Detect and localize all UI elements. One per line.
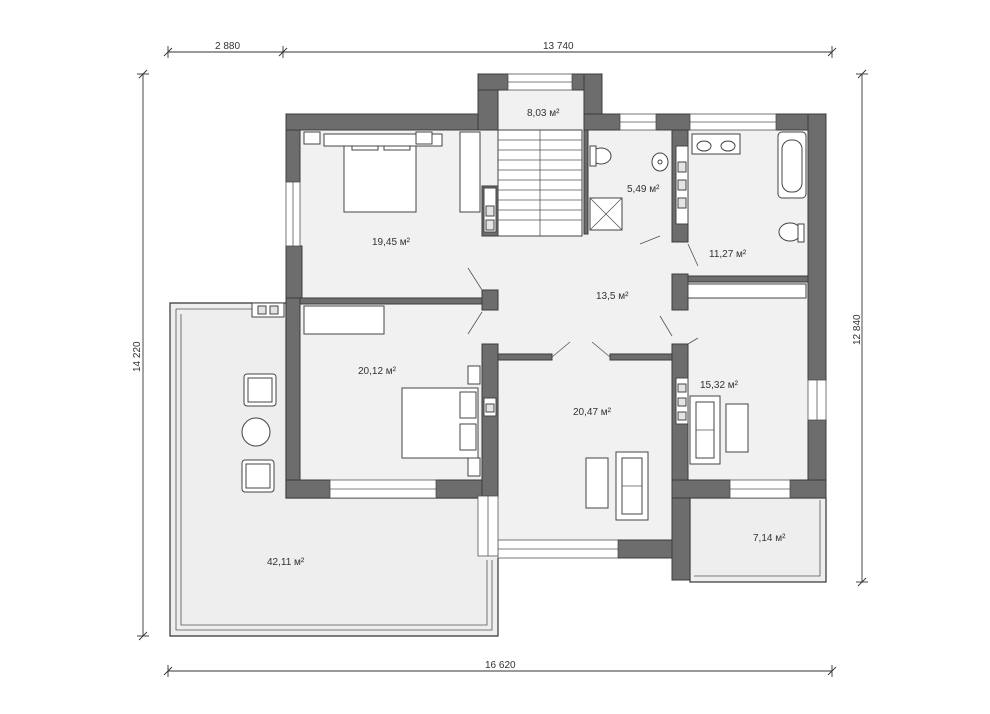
room-terrace-area: 42,11 м² [267, 557, 305, 568]
room-bedroom-2-area: 20,12 м² [358, 366, 397, 377]
dim-top-left: 2 880 [215, 41, 240, 52]
balcony [689, 497, 827, 583]
bedroom-2-furniture [303, 305, 481, 477]
room-balcony-area: 7,14 м² [753, 533, 786, 544]
room-stair-area: 8,03 м² [527, 108, 560, 119]
dimension-lines [137, 46, 868, 677]
dim-left: 14 220 [132, 341, 143, 372]
room-bath-small-area: 5,49 м² [627, 184, 660, 195]
room-bath-large-area: 11,27 м² [709, 249, 747, 260]
door-swings [467, 235, 699, 358]
dim-right: 12 840 [852, 314, 863, 345]
room-bedroom-3-area: 15,32 м² [700, 380, 739, 391]
ventilation-blocks [251, 145, 689, 425]
bedroom-3-furniture [687, 283, 807, 465]
windows [285, 73, 827, 559]
bath-large-fixtures [691, 131, 807, 243]
dim-bottom: 16 620 [485, 660, 516, 671]
room-bedroom-1-area: 19,45 м² [372, 237, 411, 248]
bath-small-fixtures [589, 145, 669, 231]
dim-top-right: 13 740 [543, 41, 574, 52]
room-hall-area: 13,5 м² [596, 291, 629, 302]
living-furniture [585, 451, 649, 521]
terrace-furniture [241, 373, 277, 493]
room-living-area: 20,47 м² [573, 407, 612, 418]
staircase [497, 129, 583, 237]
bedroom-1-furniture [303, 131, 481, 213]
